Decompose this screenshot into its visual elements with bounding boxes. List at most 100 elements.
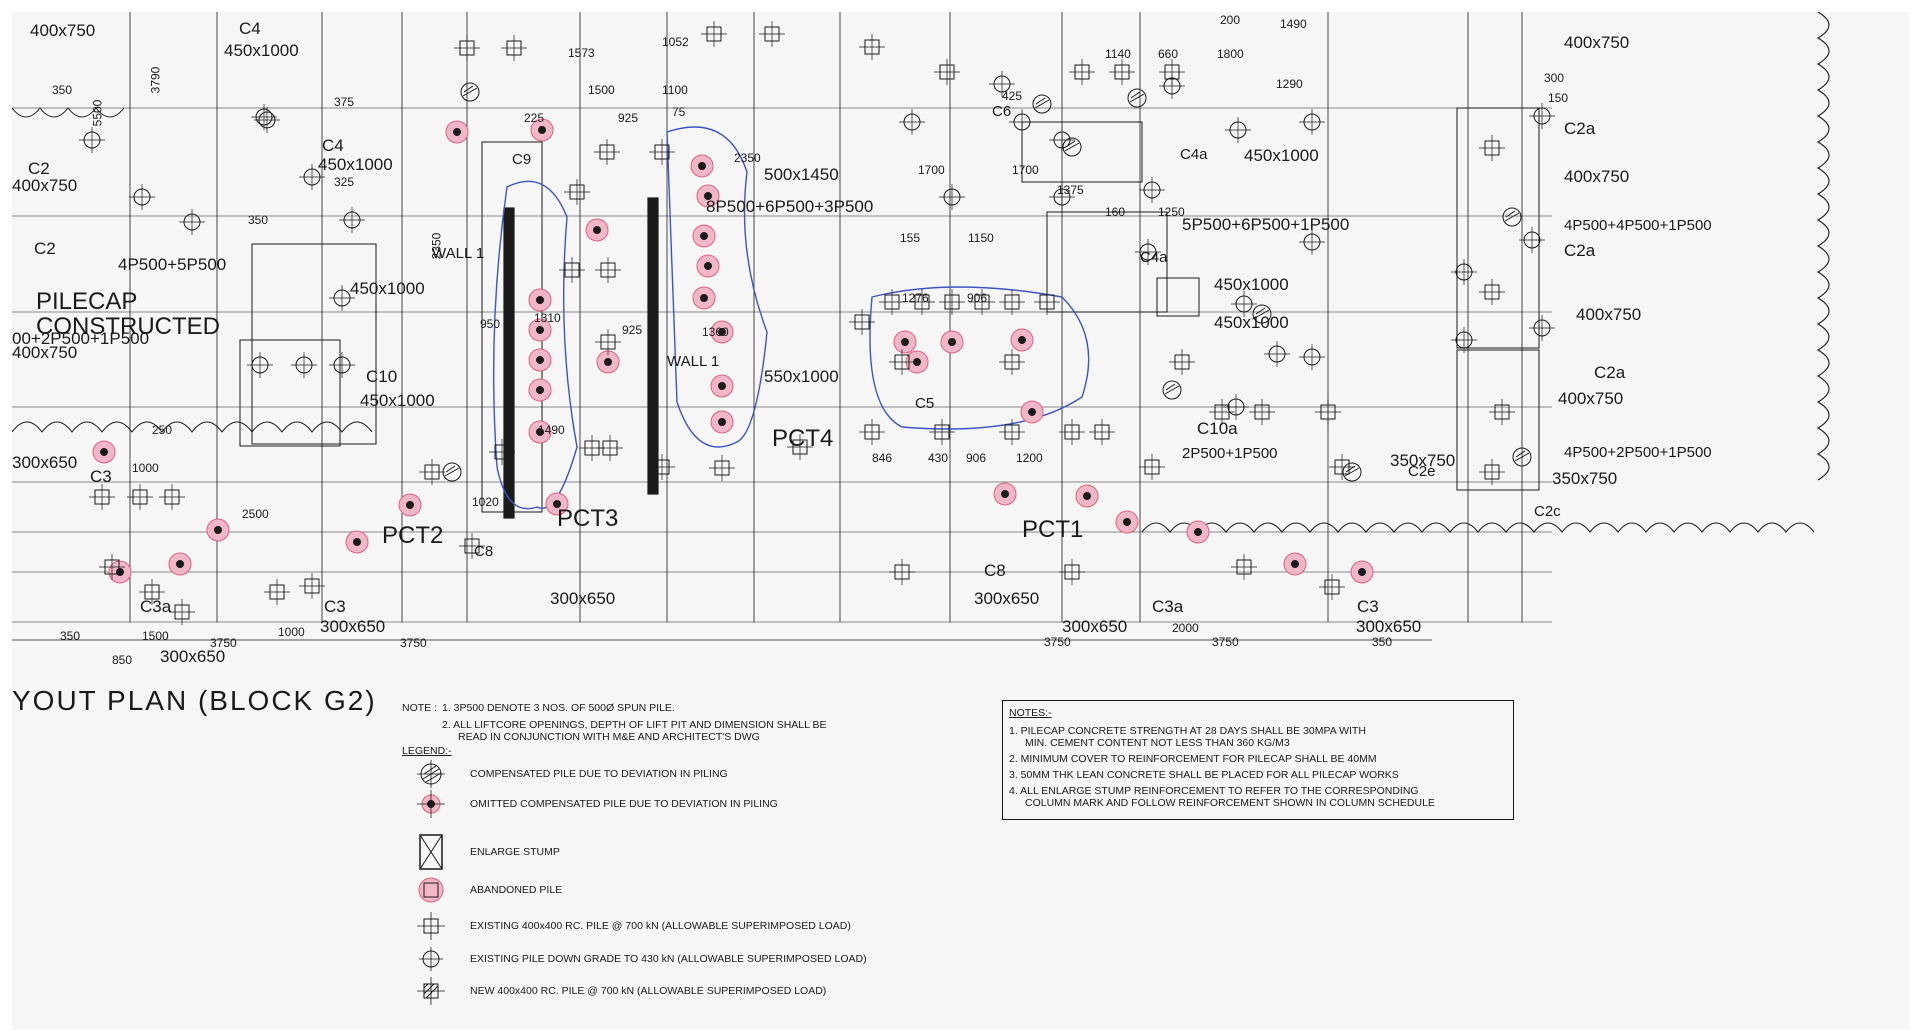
crosshair bbox=[859, 419, 885, 445]
abandoned-pile bbox=[690, 154, 714, 178]
wall-label: WALL 1 bbox=[432, 245, 485, 262]
existing-pile bbox=[89, 484, 115, 510]
existing-pile bbox=[969, 289, 995, 315]
note-line: READ IN CONJUNCTION WITH M&E AND ARCHITE… bbox=[458, 731, 760, 743]
pilecap-outline bbox=[251, 243, 377, 445]
pile-core bbox=[718, 418, 726, 426]
existing-pile-down-grade bbox=[1049, 127, 1075, 153]
existing-pile-down-grade bbox=[939, 184, 965, 210]
crosshair bbox=[339, 207, 365, 233]
crosshair bbox=[939, 289, 965, 315]
existing-pile bbox=[1329, 454, 1355, 480]
crosshair bbox=[1135, 239, 1161, 265]
existing-pile-down-grade bbox=[299, 164, 325, 190]
dimension-text: 846 bbox=[872, 451, 893, 465]
pilecap-constructed-label: PILECAP bbox=[36, 288, 138, 315]
drawing-sheet: PILECAP CONSTRUCTED PCT1 PCT2 PCT3 PCT4 … bbox=[12, 12, 1909, 1030]
existing-pile-down-grade bbox=[291, 352, 317, 378]
existing-pile bbox=[594, 139, 620, 165]
abandoned-pile bbox=[530, 118, 554, 142]
size-label: 350x750 bbox=[1552, 469, 1618, 488]
crosshair bbox=[1059, 559, 1085, 585]
pile-core bbox=[948, 338, 956, 346]
existing-pile bbox=[559, 257, 585, 283]
size-label: 400x750 bbox=[12, 343, 78, 362]
size-label: 300x650 bbox=[974, 589, 1040, 608]
crosshair bbox=[299, 164, 325, 190]
existing-pile-down-grade bbox=[1049, 184, 1075, 210]
dimension-text: 3750 bbox=[1212, 635, 1239, 649]
crosshair bbox=[595, 257, 621, 283]
dimension-text: 1140 bbox=[1105, 47, 1131, 61]
dimension-text: 1000 bbox=[278, 625, 305, 639]
column-mark: C8 bbox=[984, 561, 1006, 580]
abandoned-pile bbox=[528, 420, 552, 444]
zone-label-pct1: PCT1 bbox=[1022, 516, 1084, 543]
crosshair bbox=[1479, 279, 1505, 305]
abandoned-pile bbox=[1350, 560, 1374, 584]
compensated-pile bbox=[1062, 137, 1082, 157]
zone-label-pct2: PCT2 bbox=[382, 522, 444, 549]
pile-core bbox=[453, 128, 461, 136]
existing-pile-down-grade bbox=[1231, 291, 1257, 317]
dimension-text: 75 bbox=[672, 105, 686, 119]
pile-core bbox=[698, 162, 706, 170]
size-label: 450x1000 bbox=[318, 155, 393, 174]
pile-core bbox=[700, 294, 708, 302]
abandoned-pile bbox=[398, 493, 422, 517]
existing-pile bbox=[709, 455, 735, 481]
dimension-text: 906 bbox=[966, 451, 987, 465]
dimension-text: 1000 bbox=[132, 461, 159, 475]
column-mark: C4 bbox=[239, 19, 261, 38]
size-label: 300x650 bbox=[160, 647, 226, 666]
pilecap-outline bbox=[1456, 107, 1540, 349]
size-label: 450x1000 bbox=[1214, 313, 1289, 332]
hatch bbox=[1344, 465, 1360, 477]
pile-core bbox=[704, 192, 712, 200]
abandoned-pile bbox=[940, 330, 964, 354]
compensated-pile bbox=[1342, 462, 1362, 482]
crosshair bbox=[595, 329, 621, 355]
crosshair bbox=[489, 439, 515, 465]
existing-pile bbox=[501, 35, 527, 61]
dimension-text: 160 bbox=[1105, 205, 1126, 219]
size-label: 400x750 bbox=[1576, 305, 1642, 324]
pile-core bbox=[700, 232, 708, 240]
legend-text: EXISTING PILE DOWN GRADE TO 430 kN (ALLO… bbox=[470, 953, 867, 965]
pile-core bbox=[913, 358, 921, 366]
dimension-text: 1150 bbox=[968, 231, 994, 245]
pile-core bbox=[593, 226, 601, 234]
pile-core bbox=[1358, 568, 1366, 576]
dimension-text: 425 bbox=[1002, 89, 1023, 103]
size-label: 450x1000 bbox=[360, 391, 435, 410]
compensated-pile-icon bbox=[1062, 137, 1082, 157]
dimension-text: 350 bbox=[248, 213, 269, 227]
size-label: 400x750 bbox=[1564, 33, 1630, 52]
crosshair bbox=[649, 454, 675, 480]
existing-pile-down-grade bbox=[989, 71, 1015, 97]
size-label: 500x1450 bbox=[764, 165, 839, 184]
crosshair bbox=[129, 184, 155, 210]
abandoned-pile bbox=[710, 374, 734, 398]
existing-pile bbox=[787, 434, 813, 460]
pile-core bbox=[116, 568, 124, 576]
crosshair bbox=[939, 184, 965, 210]
pile-core bbox=[353, 538, 361, 546]
pilecap-constructed-label: CONSTRUCTED bbox=[36, 313, 220, 340]
crosshair bbox=[787, 434, 813, 460]
pile-group-label: 4P500+2P500+1P500 bbox=[1564, 444, 1712, 461]
existing-pile bbox=[1089, 419, 1115, 445]
crosshair bbox=[1299, 229, 1325, 255]
compensated-pile-icon bbox=[442, 462, 462, 482]
dimension-text: 1020 bbox=[472, 495, 499, 509]
crosshair bbox=[1231, 291, 1257, 317]
abandoned-pile bbox=[696, 254, 720, 278]
crosshair bbox=[1264, 341, 1290, 367]
abandoned-pile bbox=[345, 530, 369, 554]
column-mark: C3 bbox=[1357, 597, 1379, 616]
crosshair bbox=[1315, 399, 1341, 425]
column-mark: C4a bbox=[1180, 146, 1208, 163]
pile-core bbox=[536, 356, 544, 364]
dimension-text: 1700 bbox=[918, 163, 945, 177]
dimension-text: 1490 bbox=[538, 423, 565, 437]
